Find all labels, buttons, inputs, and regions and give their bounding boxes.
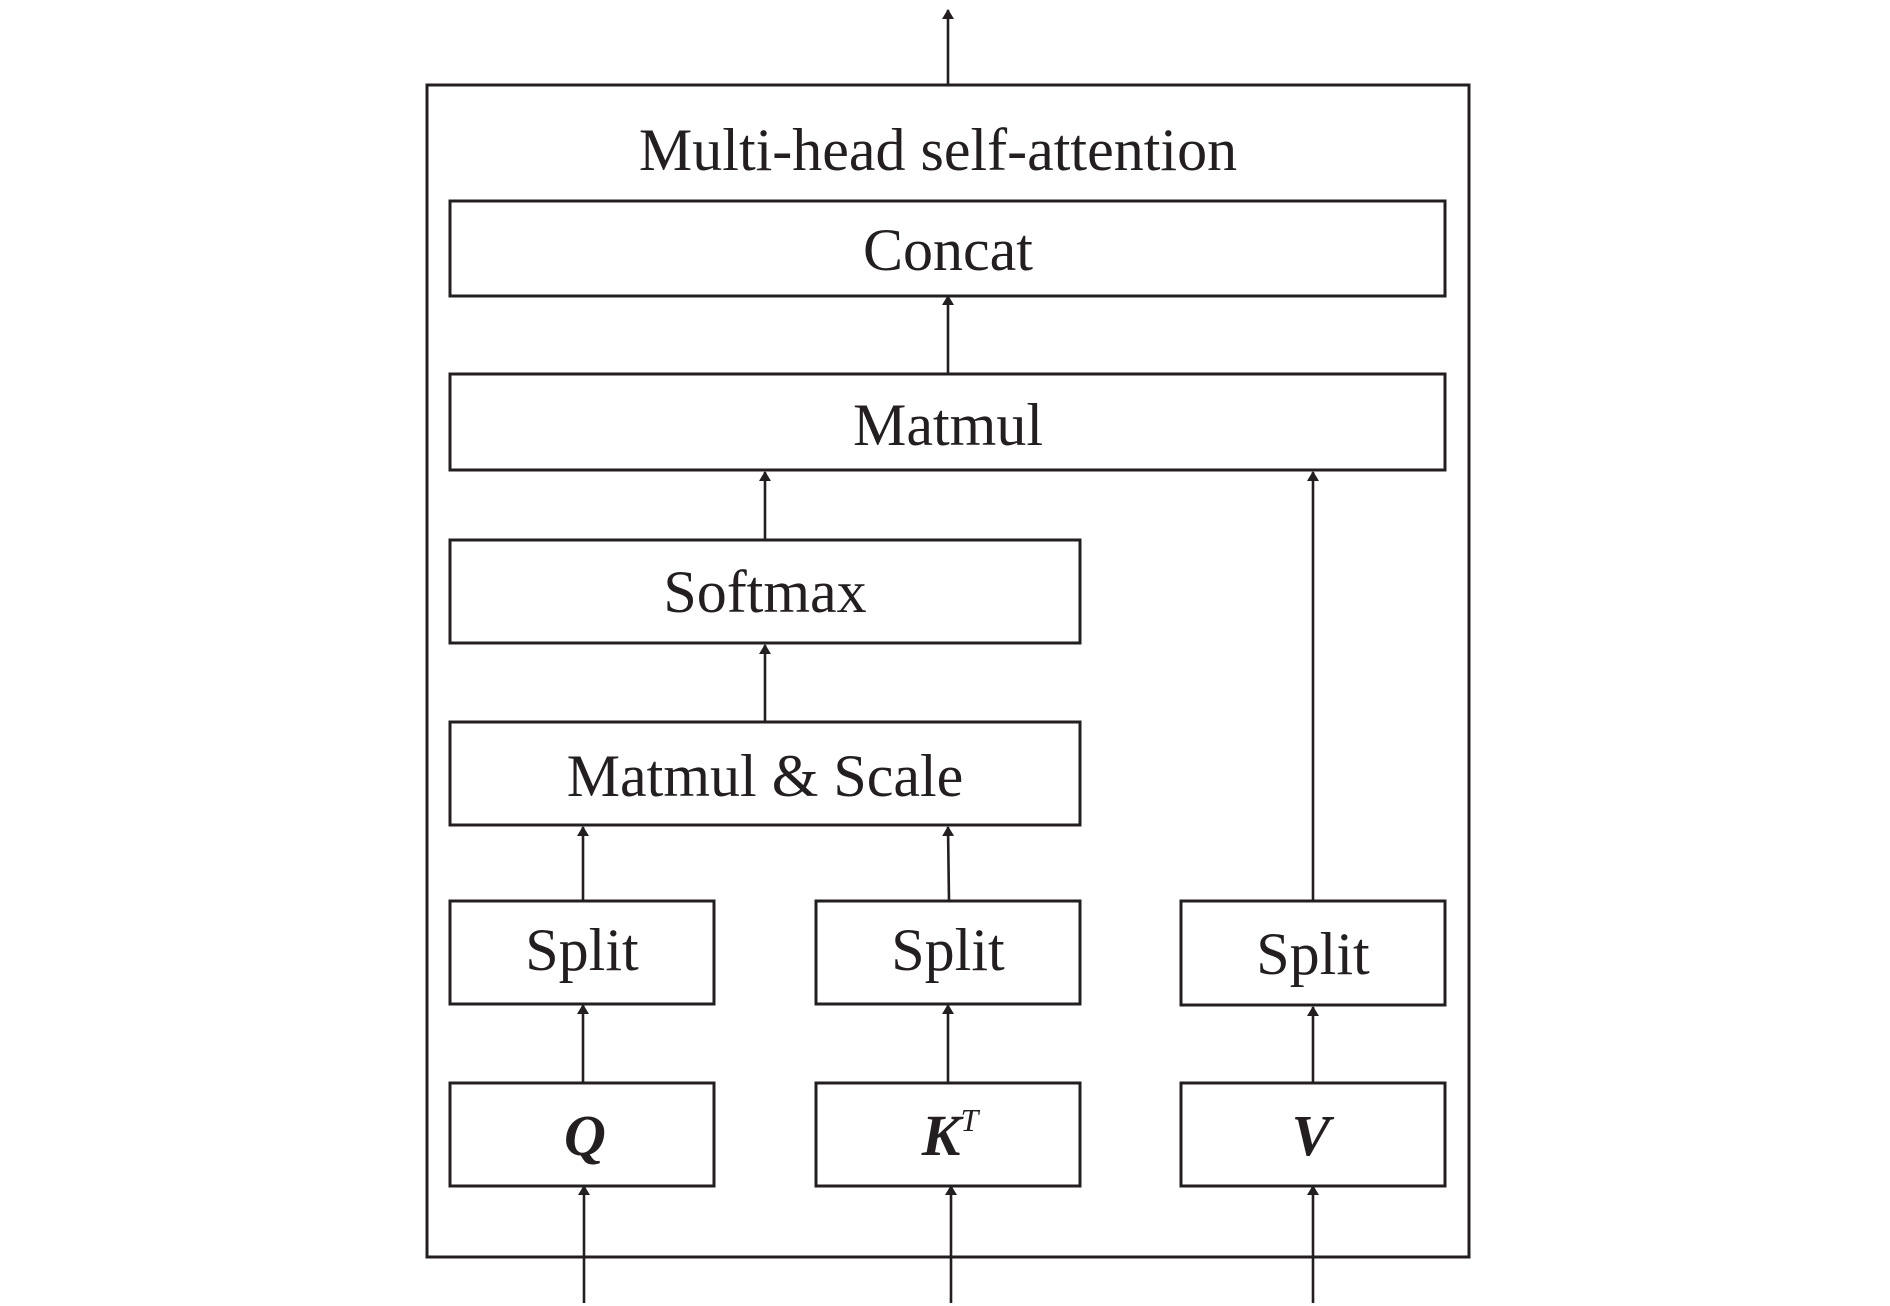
node-k-label: KT — [921, 1102, 981, 1168]
node-k: KT — [814, 1081, 1082, 1188]
edges — [577, 9, 1319, 1303]
node-v: V — [1179, 1081, 1447, 1188]
node-v-label: V — [1292, 1103, 1335, 1168]
node-k-superscript: T — [960, 1102, 980, 1138]
node-concat-label: Concat — [863, 217, 1033, 283]
node-matmul-scale: Matmul & Scale — [448, 720, 1082, 827]
node-softmax: Softmax — [448, 538, 1082, 645]
edge-splitk-matmulscale — [942, 826, 955, 902]
node-softmax-label: Softmax — [663, 559, 866, 625]
node-split-v-label: Split — [1256, 921, 1370, 987]
node-matmul: Matmul — [448, 372, 1447, 472]
module-title: Multi-head self-attention — [639, 117, 1237, 183]
node-k-symbol: K — [921, 1103, 964, 1168]
node-split-q-label: Split — [525, 917, 639, 983]
node-q-label: Q — [564, 1103, 606, 1168]
node-split-k: Split — [814, 899, 1082, 1006]
node-split-q: Split — [448, 899, 716, 1006]
node-concat: Concat — [448, 199, 1447, 298]
node-split-v: Split — [1179, 899, 1447, 1007]
node-split-k-label: Split — [891, 917, 1005, 983]
node-matmul-scale-label: Matmul & Scale — [567, 743, 964, 809]
node-q: Q — [448, 1081, 716, 1188]
node-matmul-label: Matmul — [853, 392, 1043, 458]
